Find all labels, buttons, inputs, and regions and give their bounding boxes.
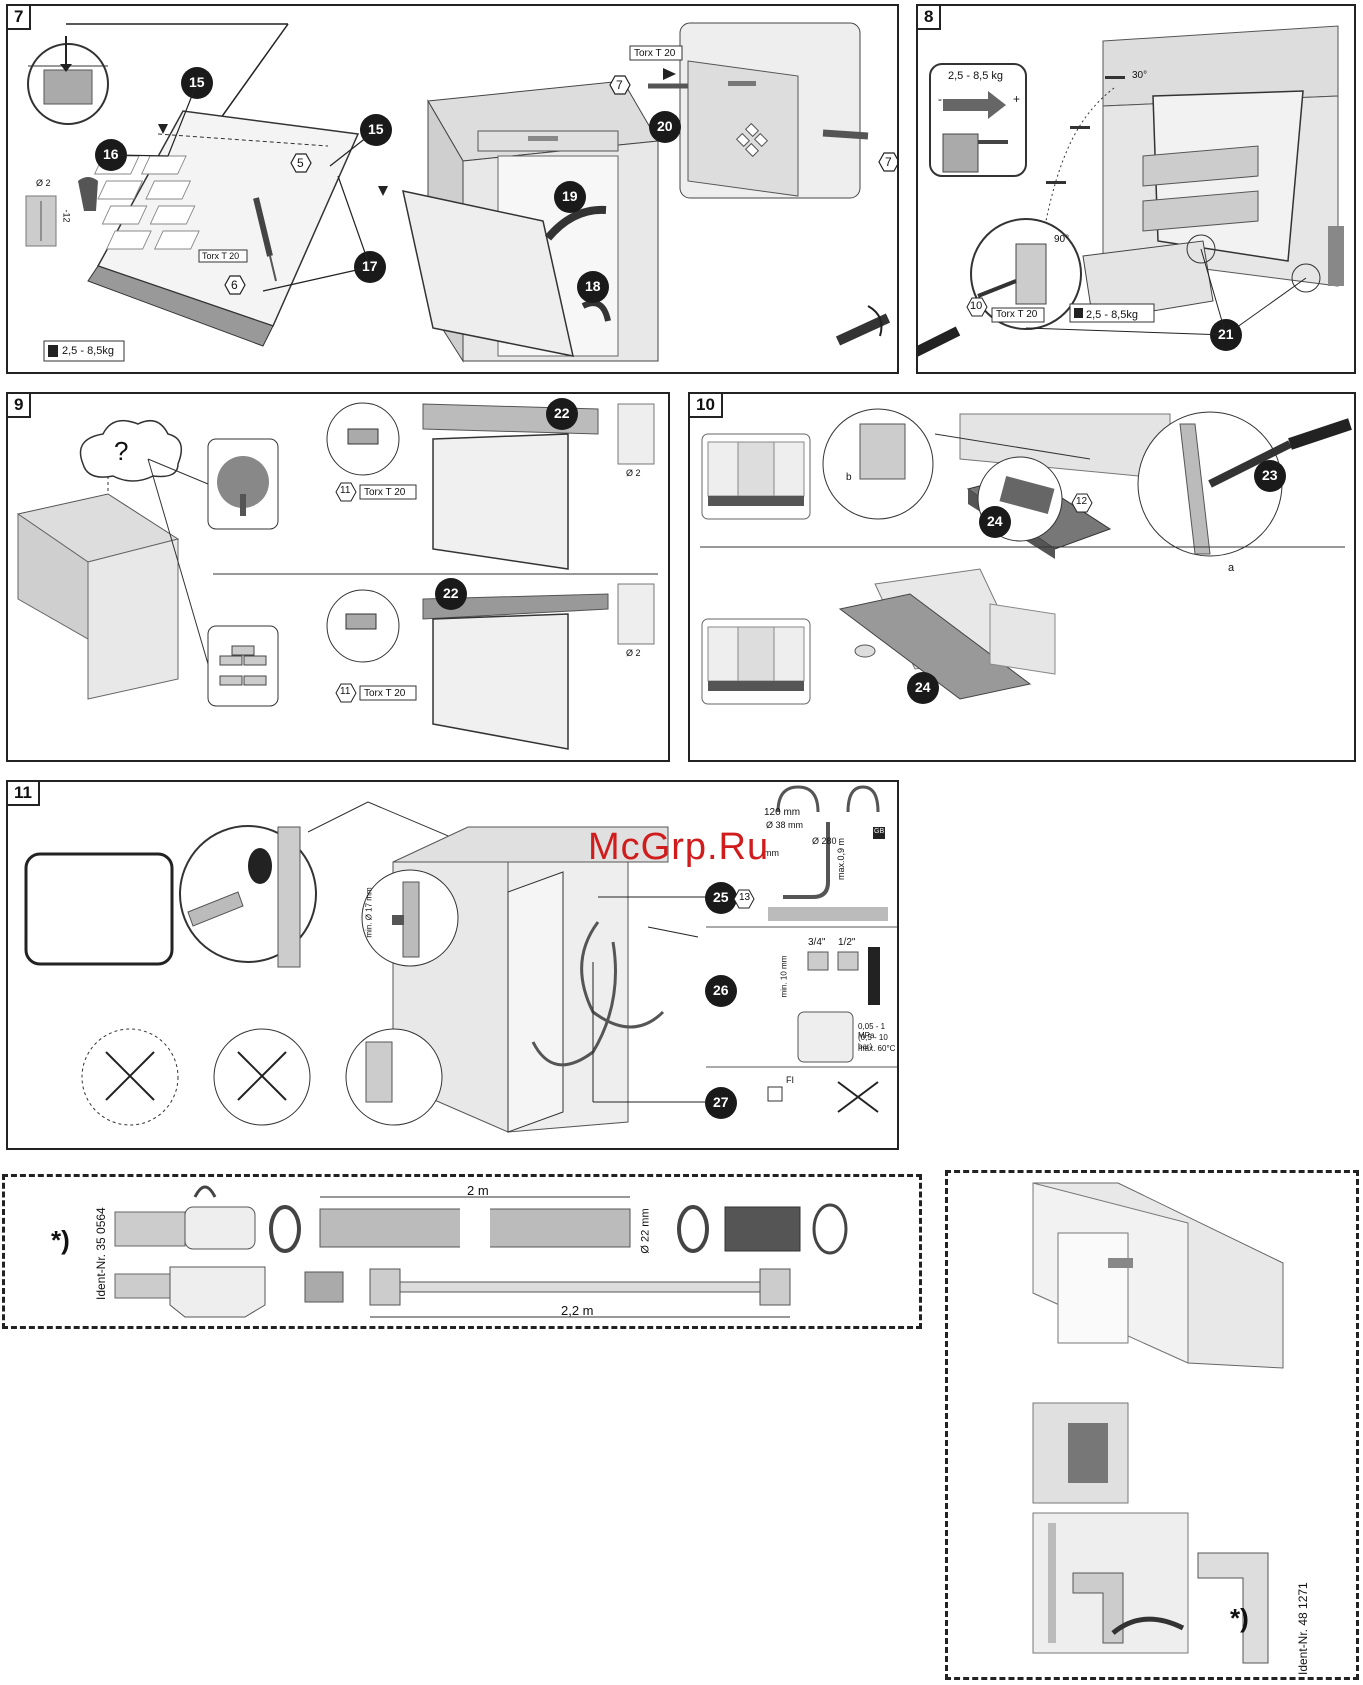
callout-19: 19	[562, 188, 578, 204]
torx-label-2: Torx T 20	[634, 48, 676, 59]
pressure-bar: (0,5 - 10 bar)	[858, 1033, 888, 1051]
weight-label: 2,5 - 8,5kg	[62, 345, 114, 357]
panel-number: 7	[6, 4, 32, 30]
ident-number: Ident-Nr. 48 1271	[1296, 1582, 1310, 1675]
callout-27: 27	[713, 1094, 729, 1110]
min-10mm: min. 10 mm	[779, 955, 789, 998]
panel-step-9: 9 ? 22 22 11 11 Torx T 20 Torx T 20	[6, 392, 670, 762]
step-hexagons	[224, 75, 897, 295]
panel-step-7: 7	[6, 4, 899, 374]
max-temp: max. 60°C	[858, 1044, 896, 1053]
callout-16: 16	[103, 146, 119, 162]
dim-38mm: Ø 38 mm	[766, 820, 804, 830]
callout-24b: 24	[915, 679, 931, 695]
pressure-mpa: 0,05 - 1 MPa	[858, 1022, 886, 1040]
callout-20: 20	[657, 118, 673, 134]
ident-number: Ident-Nr. 35 0564	[94, 1207, 108, 1300]
max-height: max.0,9 m	[836, 837, 847, 881]
thread-3-4: 3/4"	[808, 937, 826, 948]
torx-label: Torx T 20	[996, 309, 1038, 320]
accessory-hose-kit: *) Ident-Nr. 35 0564 2 m Ø 22 mm 2,2 m	[2, 1174, 922, 1329]
weight-label: 2,5 - 8,5kg	[1086, 309, 1138, 321]
callout-26: 26	[713, 982, 729, 998]
weight-inset-label: 2,5 - 8,5 kg	[948, 70, 1004, 82]
illustration-plinth-bracket	[1032, 1182, 1284, 1664]
step-6: 6	[231, 278, 238, 292]
illustration-plinth-fitting	[700, 408, 1352, 705]
torx-label-1: Torx T 20	[364, 487, 406, 498]
minus-sign: -	[938, 92, 942, 106]
callout-22b: 22	[443, 585, 459, 601]
min-diameter: min. Ø 17 mm	[364, 887, 374, 938]
panel-number: 9	[6, 392, 32, 418]
drill-diameter: Ø 2	[36, 178, 51, 188]
step-7a: 7	[616, 78, 623, 92]
diameter-22mm: Ø 22 mm	[639, 1208, 652, 1254]
step-12: 12	[1076, 496, 1088, 507]
panel-step-10: 10 23 24 24 12 a b	[688, 392, 1356, 762]
panel-number: 8	[916, 4, 942, 30]
callout-25: 25	[713, 889, 729, 905]
fi-label: FI	[786, 1075, 794, 1085]
illustration-countertop-fixing	[16, 398, 658, 750]
dimension-a: a	[1228, 562, 1235, 574]
angle-90: 90°	[1054, 234, 1070, 245]
drill-diameter-1: Ø 2	[626, 468, 641, 478]
length-2-2m: 2,2 m	[561, 1303, 594, 1318]
dimension-b: b	[846, 472, 852, 483]
callout-17: 17	[362, 258, 378, 274]
callout-15b: 15	[368, 121, 384, 137]
callout-24a: 24	[987, 513, 1003, 529]
torx-label-1: Torx T 20	[202, 251, 240, 261]
plus-sign: +	[1013, 92, 1021, 106]
step-5: 5	[297, 156, 304, 170]
step-13: 13	[739, 892, 751, 903]
gb-badge: GB	[874, 828, 885, 835]
accessory-plinth-kit: *) Ident-Nr. 48 1271	[945, 1170, 1359, 1680]
panel-number: 10	[688, 392, 723, 418]
step-10: 10	[970, 300, 983, 312]
question-mark: ?	[114, 436, 129, 466]
dim-mm: mm	[764, 848, 779, 858]
panel-step-11: 11	[6, 780, 899, 1150]
callout-21: 21	[1218, 326, 1234, 342]
dim-120mm: 120 mm	[764, 807, 801, 818]
thread-1-2: 1/2"	[838, 937, 856, 948]
panel-step-8: 8 2,5 - 8,5 kg - + 30° 90° Torx T 2	[916, 4, 1356, 374]
angle-30: 30°	[1132, 70, 1148, 81]
front-panel-installing	[402, 190, 574, 357]
drill-depth: -12	[61, 209, 72, 223]
illustration-hoses	[114, 1185, 848, 1318]
callout-15a: 15	[189, 74, 205, 90]
callout-22a: 22	[554, 405, 570, 421]
illustration-door-mounting	[25, 22, 897, 363]
empty-box	[24, 852, 174, 966]
dim-280: Ø 280	[812, 836, 837, 846]
step-11b: 11	[340, 686, 351, 697]
step-7b: 7	[885, 155, 892, 169]
callout-18: 18	[585, 278, 601, 294]
drill-diameter-2: Ø 2	[626, 648, 641, 658]
step-11a: 11	[340, 485, 351, 496]
illustration-water-connection	[24, 785, 897, 1133]
watermark: McGrp.Ru	[588, 826, 770, 868]
callout-23: 23	[1262, 467, 1278, 483]
torx-label-2: Torx T 20	[364, 688, 406, 699]
asterisk-note: *)	[1230, 1603, 1249, 1633]
illustration-door-spring-adjust	[918, 25, 1344, 357]
length-2m: 2 m	[467, 1183, 489, 1198]
asterisk-note: *)	[51, 1225, 70, 1255]
panel-number: 11	[6, 780, 40, 806]
